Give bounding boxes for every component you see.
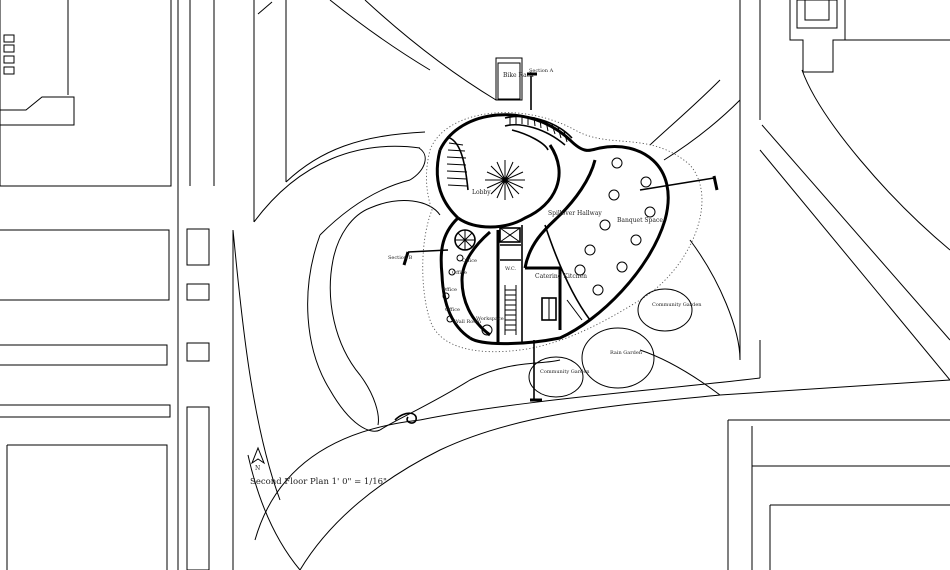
bike-rack: Bike Rack — [495, 57, 534, 101]
workspace-table — [481, 324, 493, 336]
section-a-marker: Section A — [527, 68, 554, 110]
spillover-hallway-label: Spillover Hallway — [548, 210, 602, 217]
section-marker-right — [639, 175, 719, 191]
plan-caption: Second Floor Plan 1' 0" = 1/16" — [250, 477, 387, 487]
office-label-4: Office — [445, 307, 460, 313]
lobby-label: Lobby — [472, 189, 491, 196]
site-boundary — [422, 112, 703, 353]
north-arrow-icon: N — [250, 446, 266, 472]
catering-kitchen-label: Catering Kitchen — [535, 273, 587, 280]
bike-rack-label: Bike Rack — [503, 72, 534, 79]
community-garden-label-1: Community Garden — [652, 302, 702, 308]
office-label-1: Office — [462, 258, 477, 264]
spiral-stair — [446, 136, 469, 191]
entry-stair — [504, 115, 573, 151]
gardens: Community Garden Rain Garden Community G… — [528, 288, 702, 398]
rain-garden-label: Rain Garden — [610, 350, 643, 356]
stair-icon — [3, 34, 15, 75]
office-label-2: Office — [452, 270, 467, 276]
path-symbol — [394, 412, 417, 424]
banquet-space-label: Banquet Space — [617, 217, 663, 224]
ladder — [504, 285, 517, 335]
stair-box — [499, 227, 521, 243]
workspace-label: Workspace — [476, 316, 504, 322]
room-labels: Lobby Spillover Hallway Banquet Space Ca… — [442, 189, 663, 325]
north-label: N — [255, 465, 260, 472]
lobby-feature-icon — [485, 160, 525, 200]
office-label-3: Office — [442, 287, 457, 293]
wc-label: W.C. — [505, 266, 517, 272]
section-b-label: Section B — [388, 255, 413, 261]
wall-room-label: Wall Room — [454, 319, 481, 325]
office-desks — [442, 254, 464, 323]
section-a-label: Section A — [529, 68, 554, 74]
community-garden-label-2: Community Garden — [540, 369, 590, 375]
section-b-marker: Section B — [388, 249, 449, 266]
banquet-tables — [574, 157, 656, 296]
building — [435, 113, 670, 346]
